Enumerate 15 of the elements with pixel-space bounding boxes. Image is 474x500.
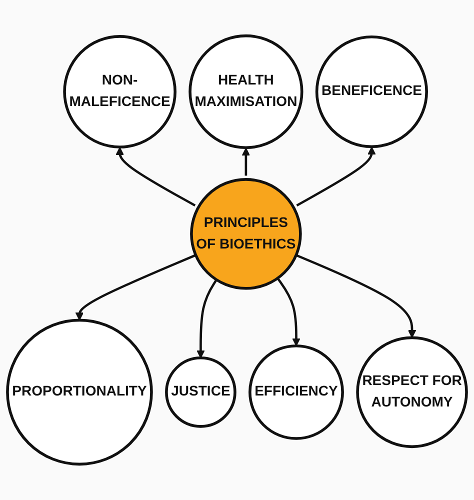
node-circle: RESPECT FOR AUTONOMY <box>356 336 468 448</box>
node-circle: PRINCIPLES OF BIOETHICS <box>190 178 302 290</box>
node-circle: EFFICIENCY <box>248 344 344 440</box>
arrow <box>276 278 300 346</box>
arrow <box>196 279 218 358</box>
arrow <box>296 254 416 338</box>
arrow <box>116 147 196 207</box>
node-circle: JUSTICE <box>165 356 236 428</box>
node-circle: PROPORTIONALITY <box>6 318 153 466</box>
node-circle: HEALTH MAXIMISATION <box>188 34 304 150</box>
arrow <box>75 254 196 321</box>
node-circle: NON-MALEFICENCE <box>63 35 176 148</box>
arrow <box>242 148 250 176</box>
arrow <box>296 146 376 206</box>
node-circle: BENEFICENCE <box>315 35 428 148</box>
